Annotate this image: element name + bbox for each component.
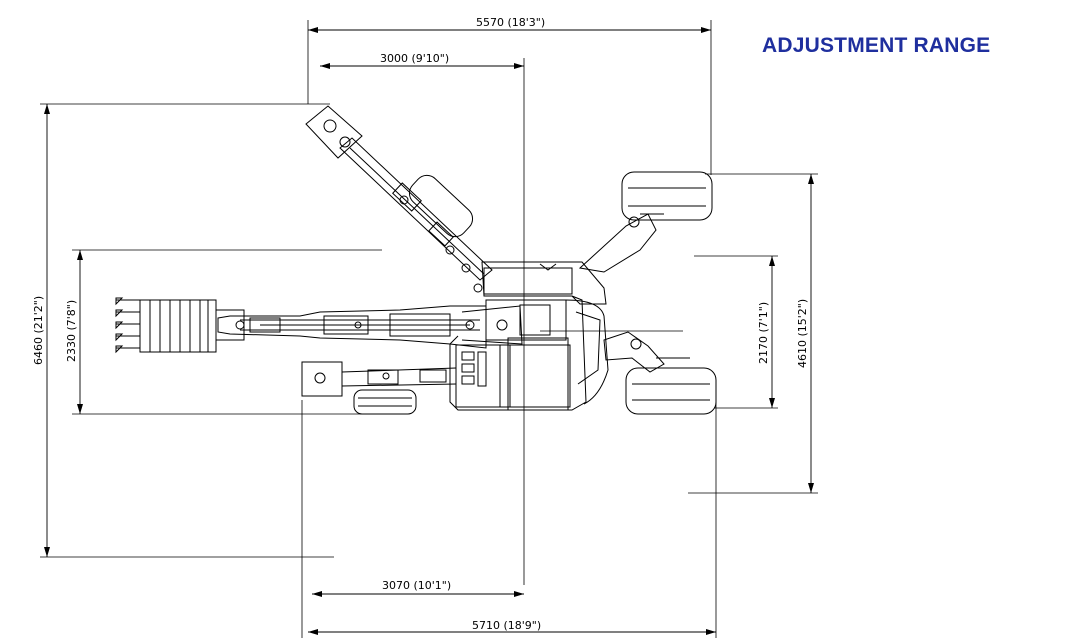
diagram-title: ADJUSTMENT RANGE [762,34,991,57]
dim-right-inner: 2170 (7'1") [757,302,770,364]
bucket [115,297,245,354]
chassis [449,261,609,411]
dim-left-inner: 2330 (7'8") [65,300,78,362]
upper-right-leg [578,171,713,273]
dim-right-overall: 4610 (15'2") [796,299,809,368]
dim-bottom-inner: 3070 (10'1") [382,579,451,592]
dim-bottom-overall: 5710 (18'9") [472,619,541,632]
dim-left-overall: 6460 (21'2") [32,296,45,365]
arrowheads [44,27,814,635]
main-boom [217,305,523,349]
dimension-lines [46,29,812,633]
upper-leg [305,105,493,293]
dim-top-inner: 3000 (9'10") [380,52,449,65]
lower-right-leg [603,331,717,415]
lower-left-leg [301,361,457,415]
extension-lines [40,20,818,638]
dim-top-overall: 5570 (18'3") [476,16,545,29]
